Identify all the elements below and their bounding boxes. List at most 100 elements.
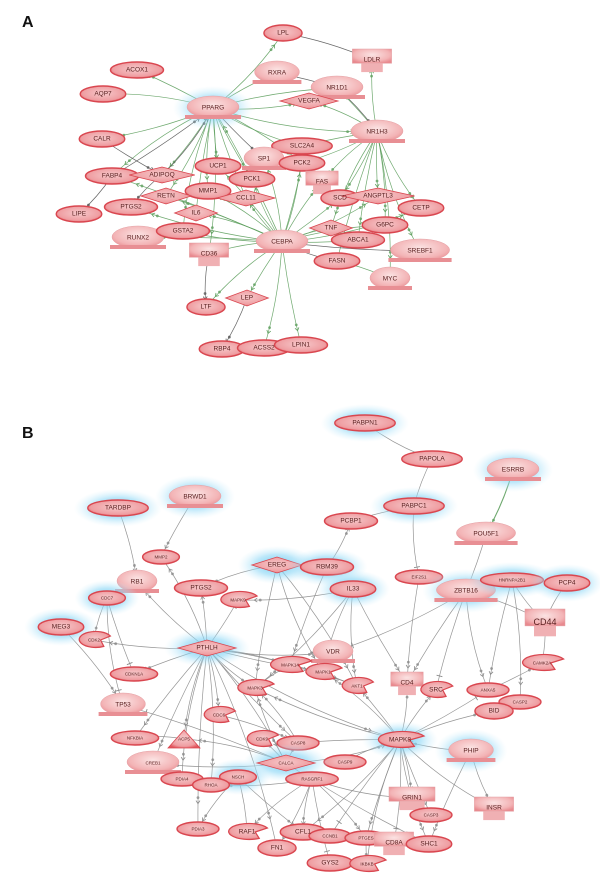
arrow-head: [250, 286, 255, 291]
node-cd44[interactable]: [524, 608, 566, 637]
node-label: CD4: [400, 680, 413, 687]
edge-line: [376, 131, 391, 280]
tf-base: [252, 80, 302, 84]
node-ldlr[interactable]: [352, 48, 392, 73]
node-pdia3[interactable]: [176, 821, 220, 837]
node-bid[interactable]: [474, 702, 514, 720]
node-ikbkb[interactable]: [349, 854, 388, 873]
node-acox1[interactable]: [109, 61, 165, 79]
node-label: G6PC: [376, 222, 394, 229]
node-nr1h3[interactable]: [349, 119, 405, 143]
node-pabpn1[interactable]: [320, 404, 410, 442]
node-esrrb[interactable]: [473, 448, 553, 492]
node-cd36[interactable]: [189, 242, 229, 267]
node-cdc7[interactable]: [74, 580, 140, 616]
node-g6pc[interactable]: [361, 216, 409, 234]
node-pthlh[interactable]: [164, 629, 250, 667]
node-il33[interactable]: [316, 570, 390, 608]
node-tp53[interactable]: [98, 692, 148, 716]
node-anxa5[interactable]: [466, 682, 510, 698]
node-ptgs2[interactable]: [173, 579, 229, 597]
node-pou5f1[interactable]: [454, 521, 518, 545]
node-aqp7[interactable]: [79, 85, 127, 103]
node-lep[interactable]: [224, 289, 270, 307]
node-lpin1[interactable]: [273, 336, 329, 354]
node-rxra[interactable]: [252, 60, 302, 84]
node-rhoa[interactable]: [191, 777, 231, 793]
node-meg3[interactable]: [24, 608, 98, 646]
node-mapk8[interactable]: [362, 721, 438, 759]
arrow-head: [488, 670, 494, 676]
node-mapk14[interactable]: [269, 655, 313, 674]
node-cebpa[interactable]: [254, 229, 310, 253]
node-calr[interactable]: [78, 130, 126, 148]
node-cdc6[interactable]: [203, 705, 237, 724]
node-mapk9[interactable]: [220, 590, 259, 609]
node-mapk3[interactable]: [237, 678, 276, 697]
node-casp2[interactable]: [498, 694, 542, 710]
node-label: SP1: [258, 156, 271, 163]
node-pck1[interactable]: [228, 170, 276, 188]
node-pck2[interactable]: [278, 154, 326, 172]
node-cetp[interactable]: [397, 199, 445, 217]
node-label: IKBKB: [360, 862, 373, 867]
node-abca1[interactable]: [330, 231, 386, 249]
node-papola[interactable]: [401, 450, 463, 468]
node-pabpc1[interactable]: [369, 487, 459, 525]
node-cdk2[interactable]: [78, 630, 112, 649]
node-lpl[interactable]: [263, 24, 303, 42]
node-srebf1[interactable]: [388, 238, 452, 262]
node-nfkbia[interactable]: [110, 730, 160, 746]
node-fn1[interactable]: [257, 839, 297, 857]
node-tardbp[interactable]: [73, 489, 163, 527]
edge-dot: [297, 178, 300, 182]
node-fas[interactable]: [305, 170, 339, 195]
node-ucp1[interactable]: [194, 157, 242, 175]
node-pcbp1[interactable]: [323, 512, 379, 530]
edge-dot: [241, 678, 244, 682]
node-casp3[interactable]: [409, 807, 453, 823]
node-angptl3[interactable]: [341, 187, 415, 205]
node-vegfa[interactable]: [278, 92, 340, 110]
node-brwd1[interactable]: [155, 475, 235, 519]
node-ltf[interactable]: [186, 298, 226, 316]
node-gsta2[interactable]: [155, 222, 211, 240]
node-slc2a4[interactable]: [271, 137, 333, 155]
node-nr1d1[interactable]: [309, 75, 365, 99]
node-retn[interactable]: [139, 187, 193, 205]
node-lipe[interactable]: [55, 205, 103, 223]
node-pcp4[interactable]: [530, 564, 600, 602]
node-cd4[interactable]: [390, 671, 424, 696]
node-src[interactable]: [420, 680, 454, 699]
node-ptgs2[interactable]: [103, 198, 159, 216]
node-ccl11[interactable]: [215, 189, 277, 207]
node-adipoq[interactable]: [129, 166, 195, 184]
edge-line: [181, 647, 208, 780]
node-rasgrf1[interactable]: [285, 771, 339, 787]
node-myc[interactable]: [368, 266, 412, 290]
arrow-head: [317, 816, 322, 821]
node-mmp1[interactable]: [184, 182, 232, 200]
node-creb1[interactable]: [125, 750, 181, 774]
node-grin1[interactable]: [388, 786, 436, 811]
edge-dot: [344, 532, 348, 535]
node-label: ZBTB16: [454, 588, 478, 595]
node-insr[interactable]: [474, 796, 514, 821]
node-mmp2[interactable]: [141, 549, 181, 565]
node-camk2a[interactable]: [521, 653, 565, 672]
node-tnf[interactable]: [308, 219, 354, 237]
edge-dot: [203, 739, 207, 743]
node-fasn[interactable]: [313, 252, 361, 270]
node-raf1[interactable]: [228, 822, 269, 841]
node-akt1[interactable]: [341, 676, 375, 695]
node-phip[interactable]: [434, 729, 508, 773]
node-mapk1[interactable]: [305, 662, 344, 681]
node-cdkn1a[interactable]: [109, 666, 159, 682]
node-acp5[interactable]: [167, 729, 201, 749]
node-shc1[interactable]: [405, 835, 453, 853]
node-vdr[interactable]: [311, 639, 355, 663]
node-il6[interactable]: [173, 204, 219, 222]
node-pparg[interactable]: [173, 86, 253, 130]
edge-dot: [172, 160, 176, 164]
node-label: PDIA3: [191, 827, 205, 832]
